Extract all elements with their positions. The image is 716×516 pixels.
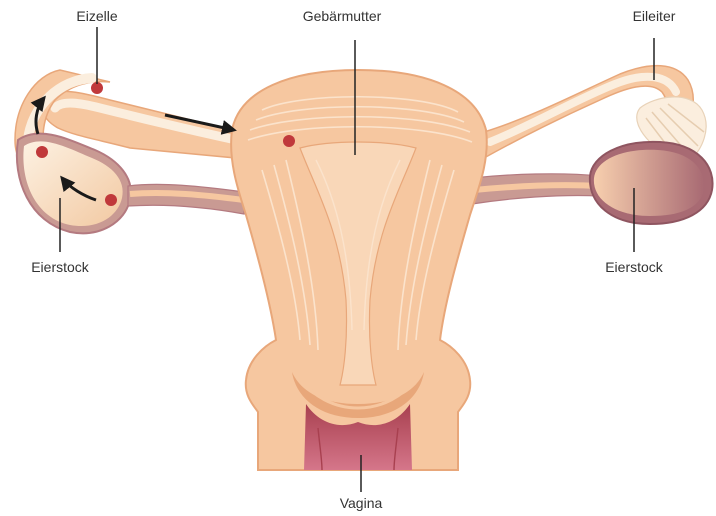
egg-cell-uterus [283,135,295,147]
egg-cell-ovary-bottom [105,194,117,206]
ovarian-ligament-right [472,174,600,204]
ovarian-ligament-left [128,184,244,214]
label-vagina: Vagina [340,495,383,511]
label-eileiter: Eileiter [633,8,676,24]
label-eierstock-right: Eierstock [605,259,664,275]
label-eierstock-left: Eierstock [31,259,90,275]
label-gebaermutter: Gebärmutter [303,8,382,24]
egg-cell-ovary-top [36,146,48,158]
ovary-right [590,142,713,224]
label-eizelle: Eizelle [76,8,117,24]
ovary-left [17,134,131,234]
